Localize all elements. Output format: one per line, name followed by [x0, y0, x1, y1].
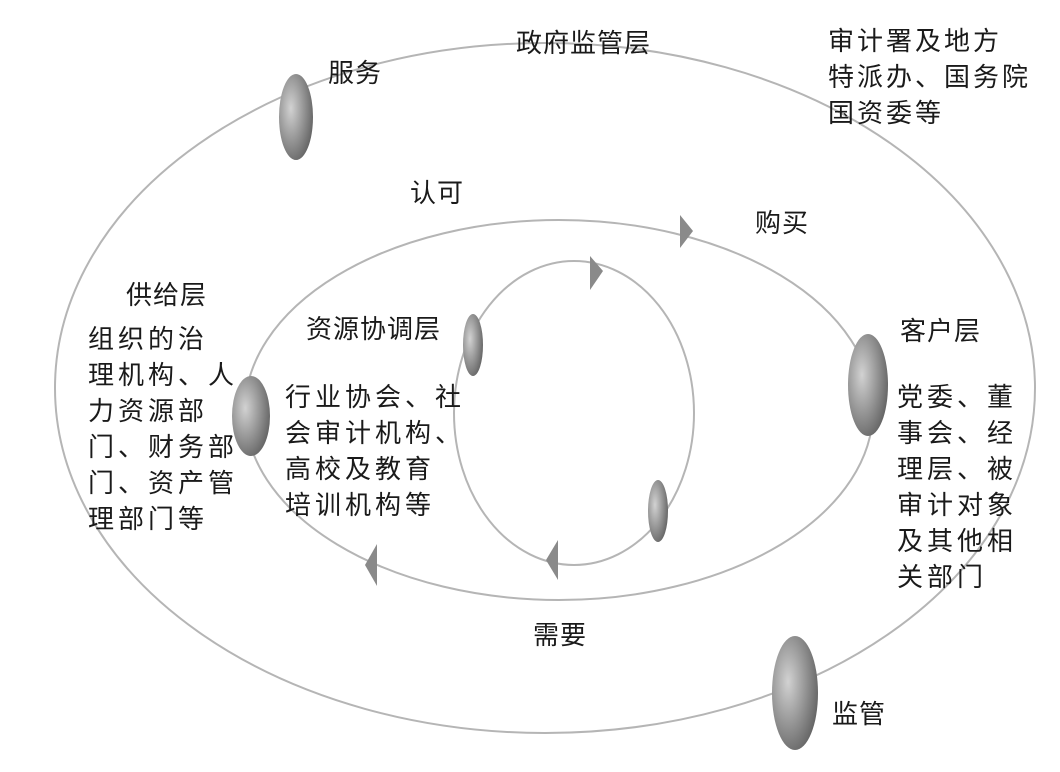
resource-member-line: 培训机构等	[285, 491, 436, 521]
node-resource-bottom	[648, 480, 668, 542]
supply-layer-title: 供给层	[126, 281, 208, 311]
client-member-line: 审计对象	[897, 491, 1018, 521]
node-supply	[232, 376, 270, 456]
government-layer-members: 审计署及地方 特派办、国务院 国资委等	[828, 24, 1031, 132]
client-layer-members: 党委、董 事会、经 理层、被 审计对象 及其他相 关部门	[897, 380, 1017, 596]
resource-member-line: 高校及教育	[285, 455, 436, 485]
node-client	[848, 334, 888, 436]
supply-member-line: 理机构、人	[88, 361, 239, 391]
supply-member-line: 力资源部	[88, 397, 209, 427]
arrow-inner-bottom-icon	[546, 540, 558, 580]
resource-layer-members: 行业协会、社 会审计机构、 高校及教育 培训机构等	[285, 380, 465, 524]
client-member-line: 事会、经	[897, 419, 1018, 449]
government-member-line: 国资委等	[828, 99, 945, 129]
inner-orbit	[453, 260, 695, 566]
government-member-line: 审计署及地方	[828, 27, 1003, 57]
supply-member-line: 理部门等	[88, 505, 209, 535]
supply-member-line: 组织的治	[88, 325, 209, 355]
client-member-line: 及其他相	[897, 527, 1018, 557]
node-service	[279, 74, 313, 160]
node-resource-top	[463, 314, 483, 376]
arrow-inner-top-icon	[590, 256, 603, 290]
supply-member-line: 门、资产管	[88, 469, 239, 499]
resource-member-line: 行业协会、社	[285, 383, 466, 413]
relation-need-label: 需要	[533, 621, 588, 651]
relation-approval-label: 认可	[410, 179, 465, 209]
client-layer-title: 客户层	[900, 317, 982, 347]
relation-service-label: 服务	[328, 59, 383, 89]
client-member-line: 理层、被	[897, 455, 1018, 485]
government-layer-title: 政府监管层	[516, 29, 652, 59]
node-supervision	[772, 636, 818, 750]
relation-purchase-label: 购买	[755, 209, 810, 239]
supply-layer-members: 组织的治 理机构、人 力资源部 门、财务部 门、资产管 理部门等	[88, 322, 238, 538]
arrow-need-icon	[365, 544, 377, 586]
arrow-purchase-icon	[680, 215, 693, 248]
client-member-line: 关部门	[897, 563, 988, 593]
government-member-line: 特派办、国务院	[828, 63, 1032, 93]
outer-orbit	[54, 42, 1036, 734]
supply-member-line: 门、财务部	[88, 433, 239, 463]
resource-member-line: 会审计机构、	[285, 419, 466, 449]
client-member-line: 党委、董	[897, 383, 1018, 413]
resource-layer-title: 资源协调层	[306, 315, 442, 345]
relation-supervision-label: 监管	[832, 700, 887, 730]
